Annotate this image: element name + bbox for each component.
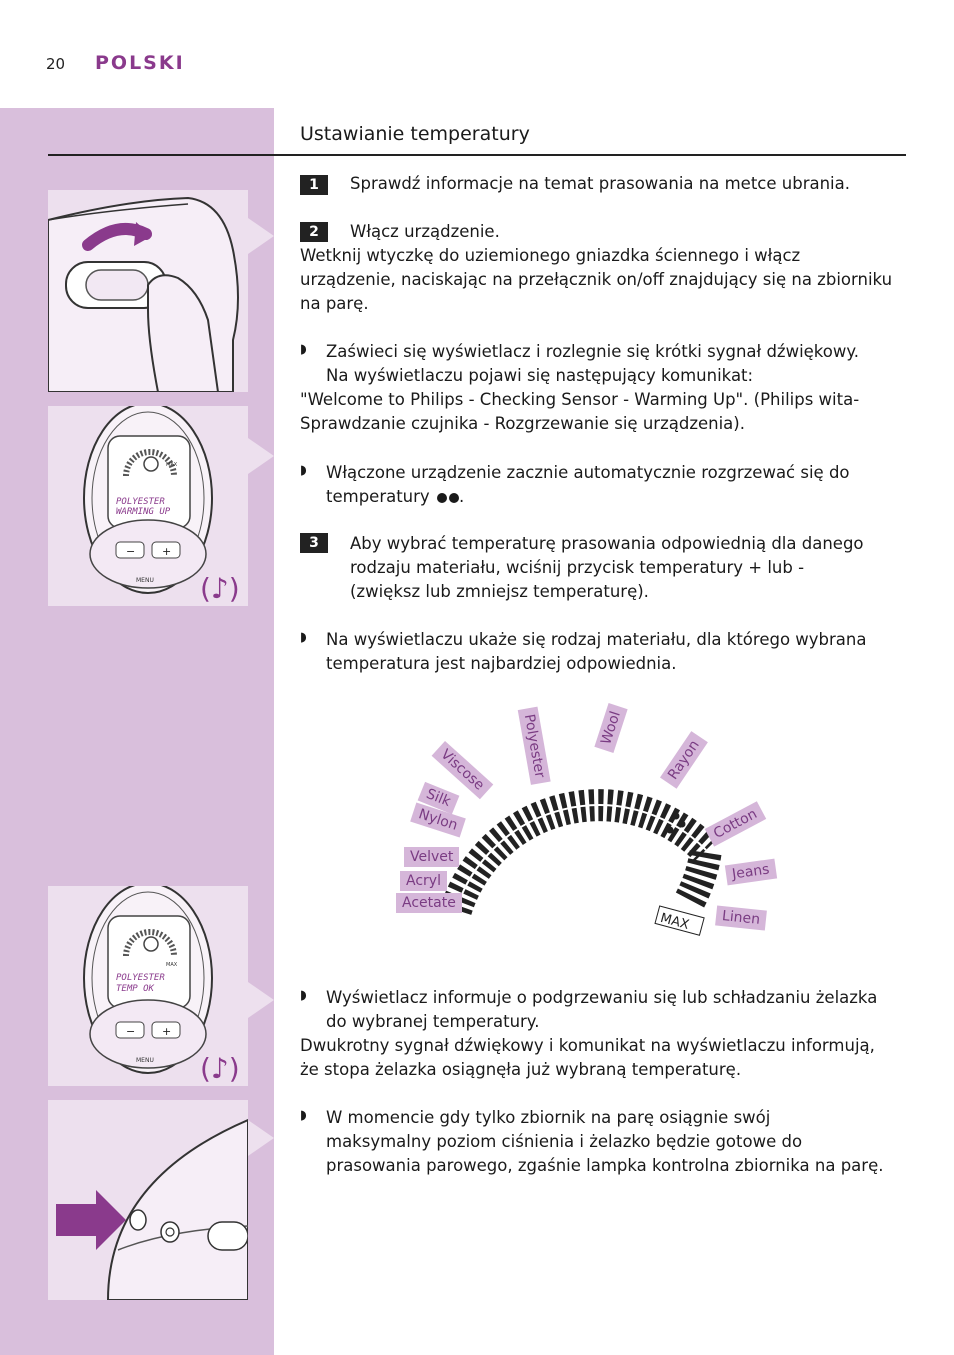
plus-label: + [162, 545, 171, 558]
step-line: rodzaju materiału, wciśnij przycisk temp… [350, 558, 805, 577]
panel-pointer [248, 1120, 274, 1156]
iron-icon [143, 936, 159, 952]
max-label: MAX [659, 911, 691, 933]
result-line: Wyświetlacz informuje o podgrzewaniu się… [326, 988, 878, 1007]
result-line: W momencie gdy tylko zbiornik na parę os… [326, 1108, 771, 1127]
display-device-2: MAX POLYESTER TEMP OK − + MENU (♪) [83, 886, 240, 1085]
result-body-line: Dwukrotny sygnał dźwiękowy i komunikat n… [300, 1036, 875, 1055]
step-line: (zwiększ lub zmniejsz temperaturę). [350, 582, 649, 601]
result-line: temperatury [326, 487, 430, 506]
step-number: 2 [300, 222, 328, 242]
result-line: do wybranej temperatury. [326, 1012, 540, 1031]
bullet-icon: ◗ [300, 463, 307, 478]
display-line2: TEMP OK [116, 984, 155, 994]
result-body-line: Sprawdzanie czujnika - Rozgrzewanie się … [300, 414, 745, 433]
plus-button[interactable] [151, 541, 181, 559]
bullet-icon: ◗ [300, 1108, 307, 1123]
bullet-icon: ◗ [300, 988, 307, 1003]
section-rule [48, 154, 906, 156]
result-line: Na wyświetlaczu ukaże się rodzaj materia… [326, 630, 867, 649]
arrow-right-icon [56, 1190, 126, 1250]
result-line: Na wyświetlaczu pojawi się następujący k… [326, 366, 754, 385]
indicator-light-icon [129, 1209, 147, 1231]
temperature-dot-icon [448, 492, 459, 503]
switch-illustration [48, 196, 239, 392]
sound-icon: (♪) [200, 1052, 240, 1085]
menu-label: MENU [136, 1057, 154, 1064]
fabric-label: Velvet [404, 847, 460, 867]
minus-button[interactable] [115, 1021, 145, 1039]
finger-icon [147, 274, 220, 392]
display-line2: WARMING UP [116, 507, 171, 517]
menu-label: MENU [136, 577, 154, 584]
minus-label: − [126, 545, 135, 558]
result-line: maksymalny poziom ciśnienia i żelazko bę… [326, 1132, 803, 1151]
panel-pointer [248, 438, 274, 474]
result-line-with-dots: temperatury . [326, 487, 465, 506]
minus-label: − [126, 1025, 135, 1038]
step-body-line: Wetknij wtyczkę do uziemionego gniazdka … [300, 246, 801, 265]
result-body-line: "Welcome to Philips - Checking Sensor - … [300, 390, 860, 409]
minus-button[interactable] [115, 541, 145, 559]
sound-icon: (♪) [200, 572, 240, 605]
panel-pointer [248, 982, 274, 1018]
iron-icon [143, 456, 159, 472]
step-body-line: urządzenie, naciskając na przełącznik on… [300, 270, 893, 289]
fabric-label: Acetate [396, 893, 462, 913]
bullet-icon: ◗ [300, 630, 307, 645]
fabric-label: Acryl [400, 871, 447, 891]
display-device-1: MAX POLYESTER WARMING UP − + MENU (♪) [83, 406, 240, 605]
display-line1: POLYESTER [116, 973, 165, 983]
step-title: Włącz urządzenie. [350, 222, 500, 241]
result-line: temperatura jest najbardziej odpowiednia… [326, 654, 677, 673]
illustration-display-warming: MAX POLYESTER WARMING UP − + MENU (♪) [48, 406, 248, 606]
panel-pointer [248, 218, 274, 254]
step-line: Aby wybrać temperaturę prasowania odpowi… [350, 534, 864, 553]
step-number: 1 [300, 175, 328, 195]
illustration-display-ok: MAX POLYESTER TEMP OK − + MENU (♪) [48, 886, 248, 1086]
result-line: Zaświeci się wyświetlacz i rozlegnie się… [326, 342, 860, 361]
language-title: POLSKI [95, 52, 185, 74]
page-number: 20 [46, 55, 66, 73]
section-title: Ustawianie temperatury [300, 123, 530, 145]
dial-arc-icon: MAX [440, 789, 722, 936]
illustration-power-switch [48, 190, 248, 392]
step-body-line: na parę. [300, 294, 369, 313]
bullet-icon: ◗ [300, 342, 307, 357]
illustration-steam-tank [48, 1100, 248, 1300]
step-number: 3 [300, 533, 328, 553]
max-label: MAX [166, 962, 178, 968]
result-line: prasowania parowego, zgaśnie lampka kont… [326, 1156, 884, 1175]
result-line: Włączone urządzenie zacznie automatyczni… [326, 463, 850, 482]
plus-label: + [162, 1025, 171, 1038]
step-text: Sprawdź informacje na temat prasowania n… [350, 174, 850, 193]
fabric-dial: MAX Acetate Acryl Velvet Nylon Silk Visc… [390, 690, 810, 950]
plus-button[interactable] [151, 1021, 181, 1039]
max-label: MAX [166, 462, 178, 468]
temperature-dot-icon [436, 492, 447, 503]
tank-illustration [56, 1118, 248, 1300]
result-body-line: że stopa żelazka osiągnęła już wybraną t… [300, 1060, 742, 1079]
display-line1: POLYESTER [116, 497, 165, 507]
